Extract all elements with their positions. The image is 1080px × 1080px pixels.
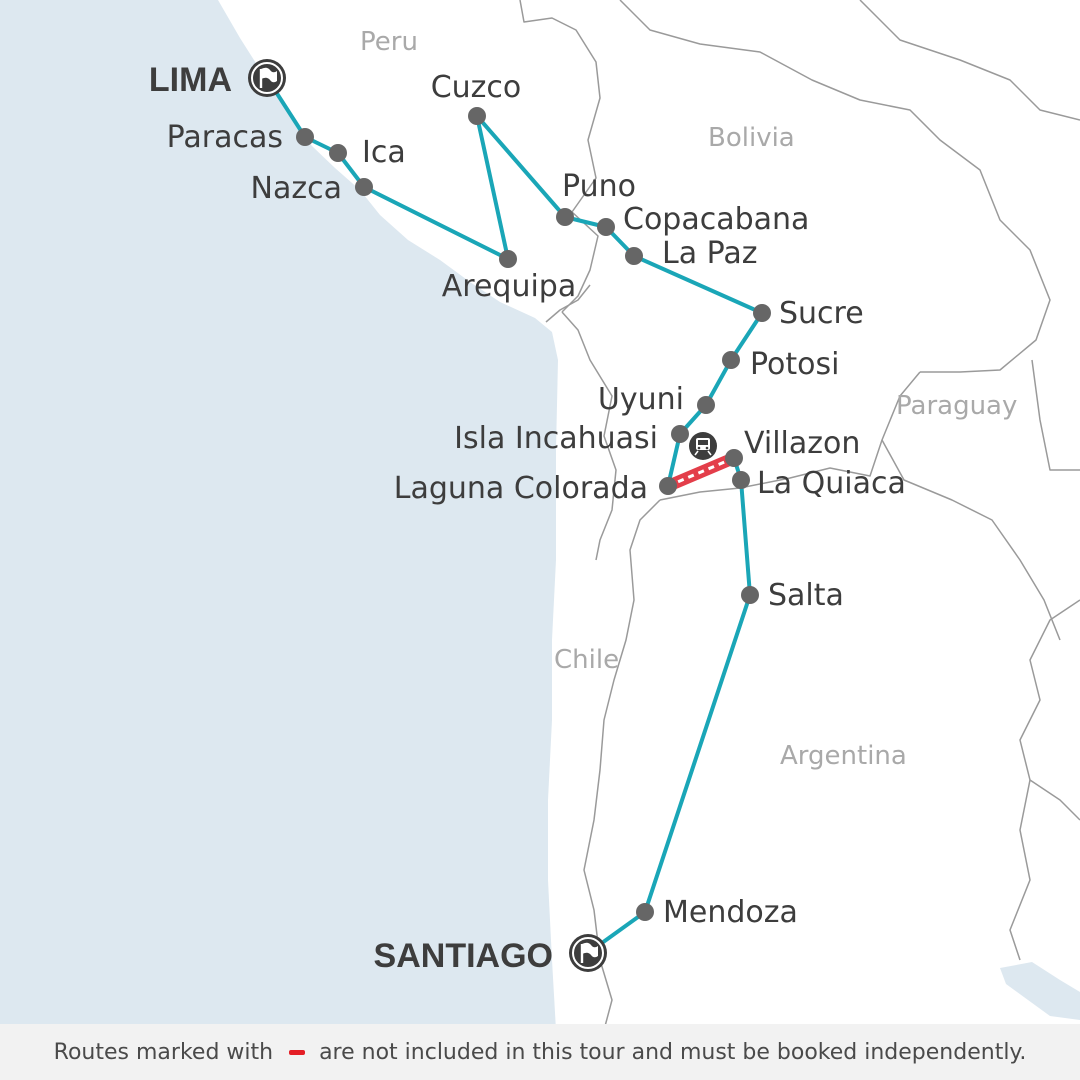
stop-marker-sucre (753, 304, 771, 322)
border-bolivia-argentina (659, 371, 921, 501)
stop-label-la-paz: La Paz (662, 236, 758, 271)
stop-marker-salta (741, 586, 759, 604)
border-bolivia-chile (561, 311, 617, 561)
stop-label-potosi: Potosi (750, 347, 839, 382)
country-borders (519, 0, 1080, 1080)
border-brazil-argentina (1019, 599, 1080, 821)
country-labels: Peru Bolivia Paraguay Chile Argentina (360, 27, 1017, 771)
excluded-route-segment (665, 452, 737, 492)
stop-label-paracas: Paracas (167, 120, 283, 155)
stop-label-mendoza: Mendoza (663, 895, 798, 930)
border-bolivia-north (619, 0, 1051, 373)
stop-marker-nazca (355, 178, 373, 196)
country-label-argentina: Argentina (780, 741, 907, 771)
stop-label-arequipa: Arequipa (442, 269, 576, 304)
country-label-bolivia: Bolivia (708, 123, 795, 153)
country-label-chile: Chile (554, 645, 619, 675)
stop-label-salta: Salta (768, 578, 844, 613)
excluded-route-swatch (289, 1049, 306, 1055)
stop-label-puno: Puno (562, 169, 636, 204)
legend-text-after: are not included in this tour and must b… (319, 1039, 1027, 1065)
stop-marker-la-paz (625, 247, 643, 265)
stop-label-laguna-colorada: Laguna Colorada (394, 471, 648, 506)
endpoint-label-lima: LIMA (149, 61, 232, 99)
border-north-edge (859, 0, 1080, 121)
stop-marker-arequipa (499, 250, 517, 268)
lake (1000, 962, 1080, 1020)
stop-marker-laguna-colorada (659, 477, 677, 495)
stop-marker-copacabana (597, 218, 615, 236)
stop-marker-cuzco (468, 107, 486, 125)
stop-label-sucre: Sucre (779, 296, 864, 331)
border-uruguay (1009, 779, 1031, 961)
stop-label-nazca: Nazca (251, 171, 342, 206)
stop-marker-potosi (722, 351, 740, 369)
stop-label-villazon: Villazon (744, 426, 860, 461)
train-icon (689, 432, 717, 460)
stop-label-la-quiaca: La Quiaca (757, 466, 906, 501)
stop-marker-paracas (296, 128, 314, 146)
flag-icon (248, 59, 286, 97)
stop-marker-uyuni (697, 396, 715, 414)
border-paraguay-argentina (881, 439, 1061, 641)
stop-marker-villazon (725, 449, 743, 467)
land (218, 0, 1080, 1080)
stop-marker-la-quiaca (732, 471, 750, 489)
border-peru-bolivia (519, 0, 601, 313)
legend-text-before: Routes marked with (53, 1039, 274, 1065)
stop-marker-puno (556, 208, 574, 226)
stop-marker-isla-incahuasi (671, 425, 689, 443)
endpoint-label-santiago: SANTIAGO (374, 937, 553, 975)
stop-labels: Paracas Ica Nazca Arequipa Cuzco Puno Co… (167, 70, 906, 930)
stop-label-uyuni: Uyuni (598, 382, 684, 417)
stop-label-cuzco: Cuzco (431, 70, 522, 105)
stop-label-copacabana: Copacabana (623, 202, 809, 237)
legend-footer: Routes marked with are not included in t… (0, 1024, 1080, 1080)
flag-icon (569, 934, 607, 972)
stop-label-isla-incahuasi: Isla Incahuasi (454, 421, 658, 456)
country-label-peru: Peru (360, 27, 418, 57)
country-label-paraguay: Paraguay (896, 391, 1017, 421)
border-paraguay-brazil (1031, 359, 1080, 471)
stop-marker-mendoza (636, 903, 654, 921)
stop-label-ica: Ica (362, 135, 406, 170)
border-peru-chile (545, 284, 591, 323)
border-chile-argentina (583, 499, 661, 1080)
stop-marker-ica (329, 144, 347, 162)
stop-markers (296, 107, 771, 921)
